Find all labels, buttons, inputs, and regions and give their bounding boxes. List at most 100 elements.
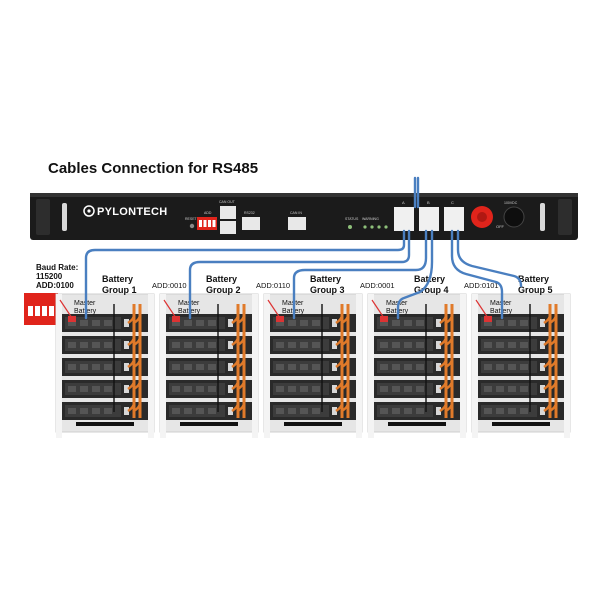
module-slot [68,364,76,370]
controller-top-edge [30,193,578,197]
power-cable-link [237,358,246,368]
module-terminal [228,407,233,415]
module-slot [172,386,180,392]
module-slot [484,408,492,414]
dip-lever [49,306,54,316]
rs232-port[interactable] [242,217,260,230]
cable-loop [456,229,523,288]
module-slot [276,364,284,370]
module-slot [392,408,400,414]
module-slot [208,364,216,370]
module-slot [520,408,528,414]
rs485-port-c[interactable] [444,207,464,231]
power-cable-link [543,358,552,368]
module-terminal [540,385,545,393]
power-cable-link [237,314,246,324]
power-cable-link [439,402,448,412]
module-terminal [124,341,129,349]
dip-lever [208,220,211,227]
module-terminal [124,407,129,415]
warning-led [384,225,388,229]
rack-post [160,294,166,438]
module-terminal [540,341,545,349]
power-cable-link [127,402,136,412]
cable-to-group-2 [188,229,411,320]
group-name: Battery [310,274,341,284]
rack-ear-left [36,199,50,235]
power-cable-link [341,358,350,368]
module-terminal [436,385,441,393]
power-cable-link [335,314,344,324]
module-terminal [436,319,441,327]
rs485-port-b[interactable] [419,207,439,231]
module-slot [380,364,388,370]
can-in-port[interactable] [288,217,306,230]
power-cable-link [231,336,240,346]
module-slot [172,320,180,326]
master-pointer [163,299,177,319]
group-address: ADD:0010 [152,281,187,290]
power-cable-link [133,402,142,412]
diagram-title: Cables Connection for RS485 [48,160,259,177]
power-cable-link [543,402,552,412]
module-slot [80,364,88,370]
module-slot [520,386,528,392]
rack-ear-right [558,199,572,235]
module-slot [404,320,412,326]
warning-led [363,225,367,229]
rs485-port-a[interactable] [394,207,414,231]
module-slot [288,320,296,326]
module-slot [520,342,528,348]
module-slot [416,364,424,370]
reset-label: RESET [185,217,198,221]
brand-label: PYLONTECH [97,206,168,218]
can-out-port-a[interactable] [220,206,236,219]
module-slot [404,342,412,348]
module-slot [196,364,204,370]
rack-post [460,294,466,438]
module-terminal [228,385,233,393]
power-cable-link [335,380,344,390]
module-slot [104,386,112,392]
module-slot [484,320,492,326]
module-slot [172,342,180,348]
reset-button[interactable] [189,223,195,229]
module-slot [392,342,400,348]
power-cable-link [445,358,454,368]
off-label: OFF [496,224,505,229]
module-terminal [332,341,337,349]
handle-left [62,203,67,231]
module-slot [92,408,100,414]
port-b-label: B [427,200,430,205]
power-connector[interactable] [503,206,525,228]
group-name: Group 2 [206,285,241,295]
power-cable-link [445,380,454,390]
group-name: Group 5 [518,285,553,295]
can-out-port-b[interactable] [220,221,236,234]
module-slot [380,342,388,348]
module-slot [288,342,296,348]
power-cable-link [237,402,246,412]
power-cable-link [335,336,344,346]
power-cable-link [127,336,136,346]
power-cable-link [127,358,136,368]
module-slot [508,408,516,414]
module-slot [496,320,504,326]
group-name: Battery [518,274,549,284]
module-terminal [228,341,233,349]
dip-lever [28,306,33,316]
handle-right [540,203,545,231]
module-slot [380,386,388,392]
module-slot [520,364,528,370]
module-slot [508,364,516,370]
module-slot [184,364,192,370]
rack-base [76,422,134,426]
group-address: ADD:0101 [464,281,499,290]
module-slot [416,386,424,392]
master-dip-switch [172,316,180,322]
master-dip-switch [484,316,492,322]
module-slot [392,364,400,370]
master-pointer [267,299,281,319]
